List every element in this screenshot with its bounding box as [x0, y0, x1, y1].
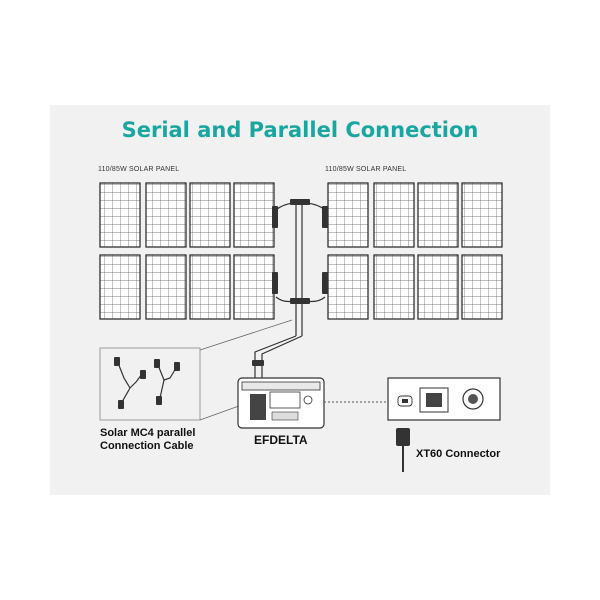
left-panel-label: 110/85W SOLAR PANEL	[98, 166, 180, 173]
solar-panel-cell-group	[417, 254, 459, 320]
cable-caption-line2: Connection Cable	[100, 440, 194, 452]
solar-panel-cell-group	[327, 182, 369, 248]
xt60-plug	[396, 428, 410, 472]
solar-panel-cell-group	[233, 254, 275, 320]
xt60-input-panel	[387, 377, 501, 421]
cable-caption: Solar MC4 parallel Connection Cable	[100, 427, 195, 453]
solar-panel-cell-group	[461, 254, 503, 320]
connector-label: XT60 Connector	[416, 448, 501, 460]
solar-panel-cell-group	[373, 254, 415, 320]
solar-panels	[99, 182, 503, 320]
cable-caption-line1: Solar MC4 parallel	[100, 427, 196, 439]
solar-panel-cell-group	[461, 182, 503, 248]
solar-panel-cell-group	[327, 254, 369, 320]
mc4-connectors	[252, 199, 328, 366]
station-label: EFDELTA	[254, 433, 308, 447]
diagram-title: Serial and Parallel Connection	[121, 118, 479, 142]
solar-panel-cell-group	[417, 182, 459, 248]
solar-panel-cell-group	[145, 182, 187, 248]
solar-panel-cell-group	[189, 182, 231, 248]
solar-panel-cell-group	[145, 254, 187, 320]
solar-panel-cell-group	[373, 182, 415, 248]
solar-panel-cell-group	[99, 254, 141, 320]
y-cable-plugs	[114, 357, 180, 409]
efdelta-power-station	[237, 377, 325, 429]
solar-panel-cell-group	[189, 254, 231, 320]
right-panel-label: 110/85W SOLAR PANEL	[325, 166, 407, 173]
solar-panel-cell-group	[99, 182, 141, 248]
solar-panel-cell-group	[233, 182, 275, 248]
